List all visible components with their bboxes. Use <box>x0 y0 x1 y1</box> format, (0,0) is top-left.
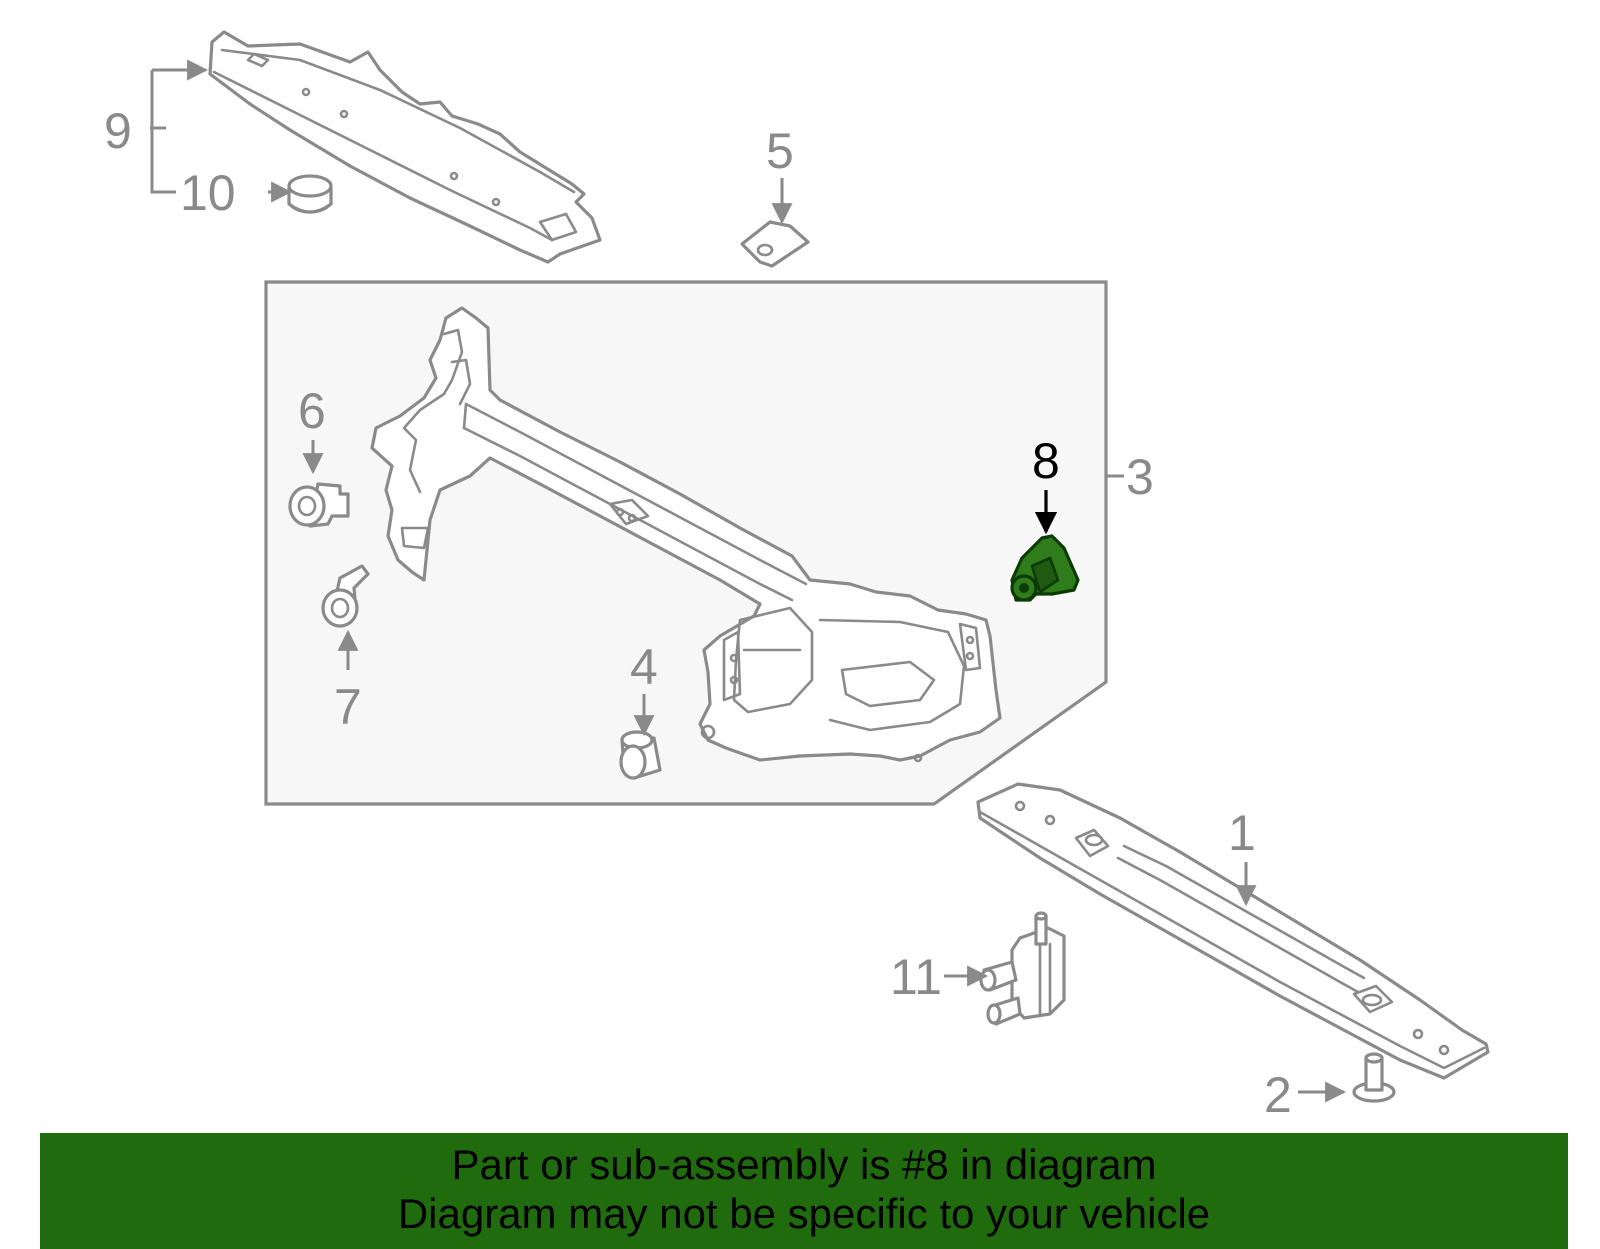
part-11-sensor <box>979 911 1066 1026</box>
callout-10: 10 <box>180 165 236 221</box>
callout-1: 1 <box>1228 805 1256 861</box>
part-2-bolt <box>1352 1052 1396 1103</box>
part-1-lower-tie-bar <box>976 782 1490 1080</box>
part-9-upper-shield <box>208 30 602 264</box>
callout-7: 7 <box>334 679 362 735</box>
callout-6: 6 <box>298 383 326 439</box>
callout-4: 4 <box>630 639 658 695</box>
callout-3: 3 <box>1126 449 1154 505</box>
banner-disclaimer: Diagram may not be specific to your vehi… <box>397 1190 1211 1237</box>
part-4-bushing <box>619 730 662 780</box>
part-7-clip <box>321 564 370 628</box>
part-6-nut <box>288 482 350 528</box>
banner-part-note: Part or sub-assembly is #8 in diagram <box>451 1141 1157 1188</box>
part-10-grommet <box>287 174 333 214</box>
callout-11: 11 <box>890 949 942 1005</box>
info-banner: Part or sub-assembly is #8 in diagram Di… <box>40 1133 1568 1249</box>
callout-2: 2 <box>1264 1067 1292 1123</box>
part-8-mount-highlighted <box>1010 534 1080 602</box>
callout-9: 9 <box>104 103 132 159</box>
callout-5: 5 <box>766 123 794 179</box>
part-3-radiator-support <box>370 306 1002 763</box>
part-5-bracket <box>740 220 810 268</box>
callout-8: 8 <box>1032 433 1060 489</box>
leader-lines <box>150 59 1347 1103</box>
